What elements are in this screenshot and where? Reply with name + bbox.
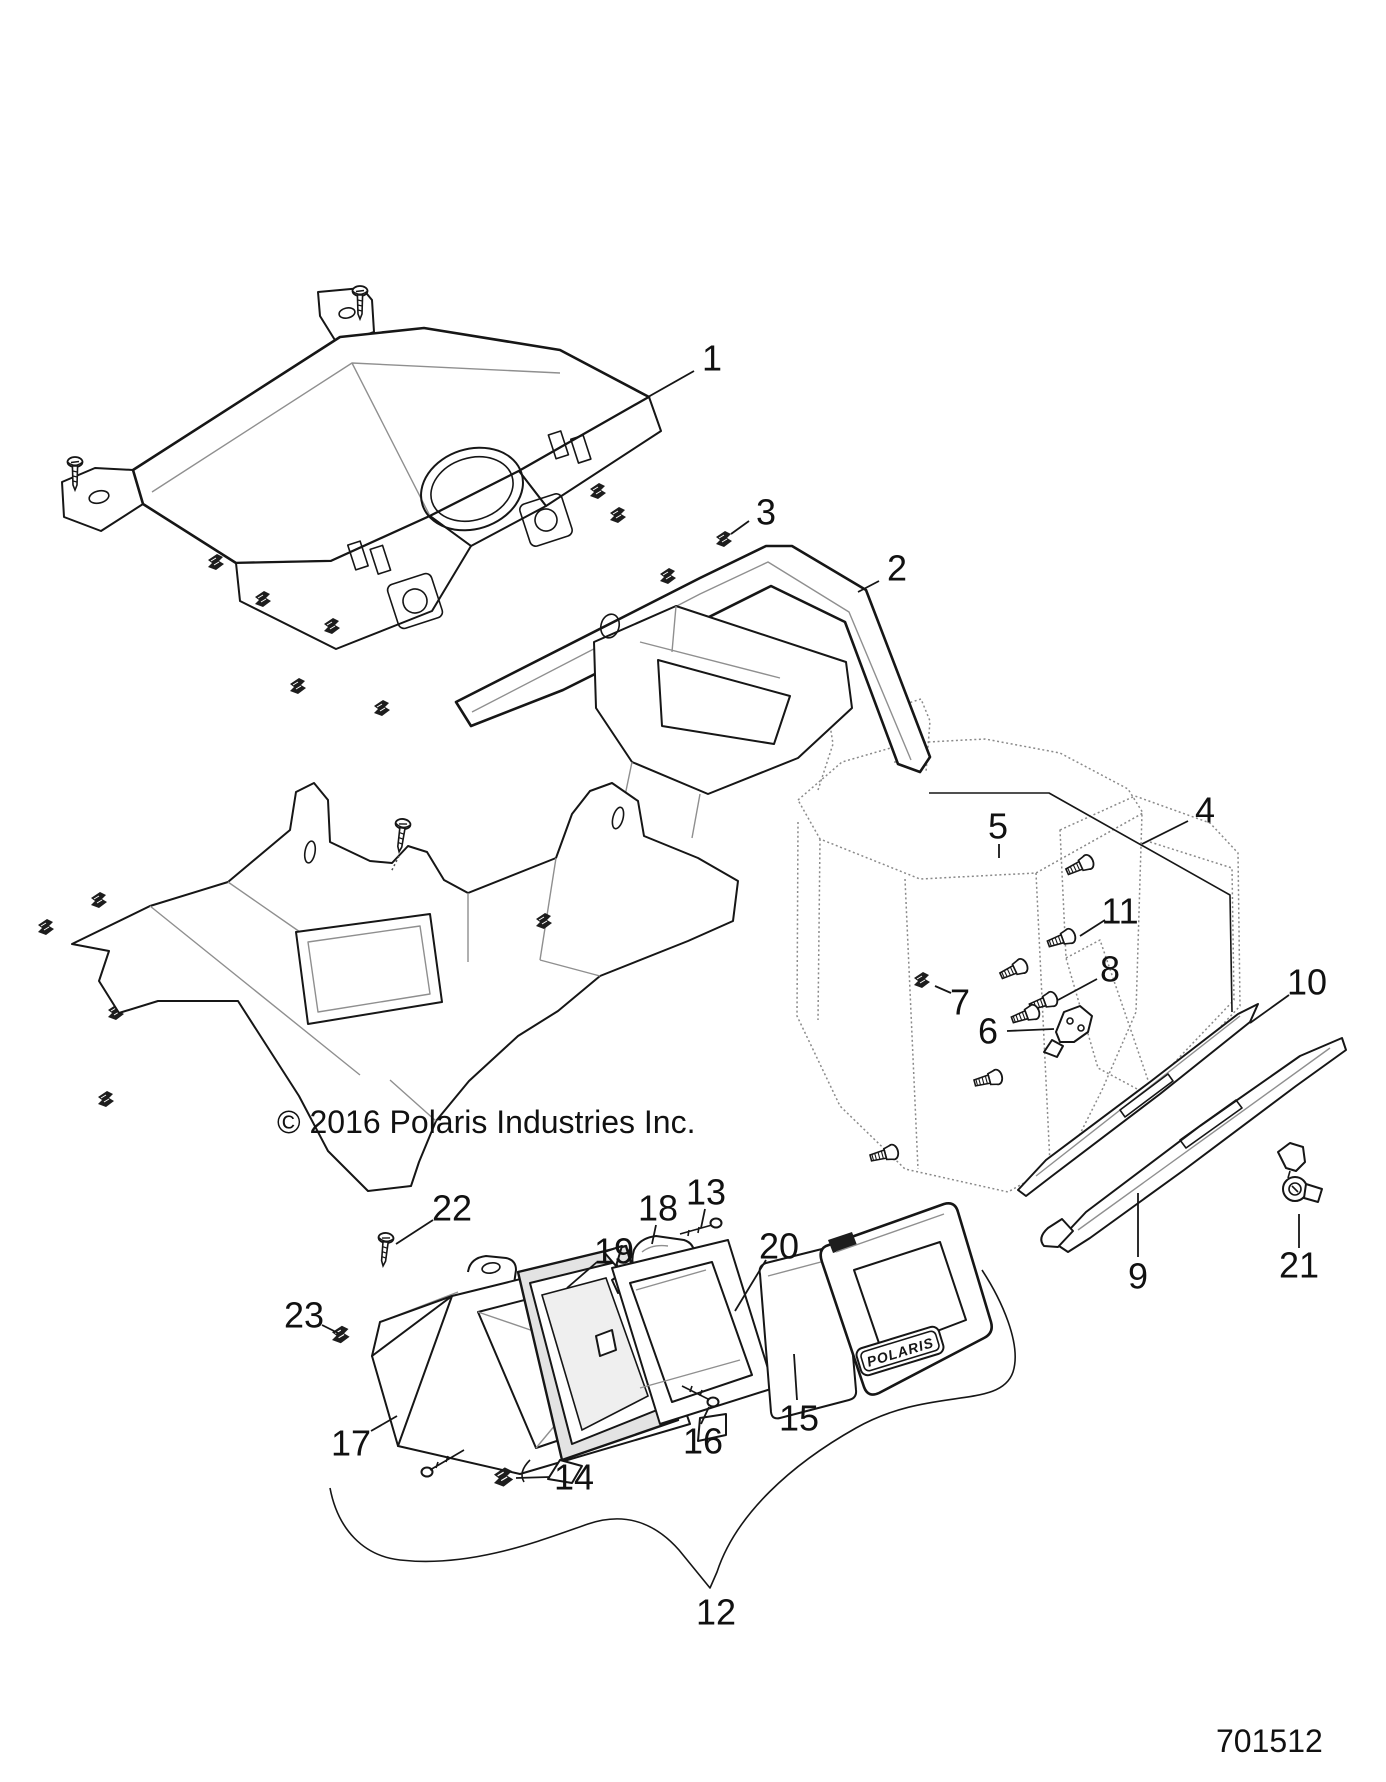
callout-18: 18: [638, 1188, 678, 1229]
callout-17: 17: [331, 1423, 371, 1464]
part-10-trim-blade: [1017, 1003, 1259, 1197]
screw-icon: [1008, 1002, 1043, 1028]
callout-leader-2: [857, 580, 880, 593]
callout-16: 16: [683, 1421, 723, 1462]
callout-leader-1: [647, 370, 695, 398]
screw-11-icon: [1044, 926, 1079, 952]
callout-leader-22: [395, 1219, 434, 1245]
part-21-latch: [1277, 1142, 1323, 1203]
part-number-text: 701512: [1216, 1723, 1323, 1759]
callout-leader-11: [1079, 919, 1106, 937]
callout-leader-20: [734, 1259, 767, 1312]
part-9-trim-blade: [1040, 1037, 1347, 1253]
clip-23-icon: [331, 1325, 351, 1344]
screw-icon: [867, 1142, 901, 1167]
callout-23: 23: [284, 1295, 324, 1336]
callout-6: 6: [978, 1011, 998, 1052]
callout-13: 13: [686, 1172, 726, 1213]
bracket-callout-4: [929, 792, 1233, 1013]
callout-leader-15: [793, 1353, 798, 1401]
callout-12: 12: [696, 1592, 736, 1633]
callout-5: 5: [988, 806, 1008, 847]
callout-7: 7: [950, 982, 970, 1023]
part-12-display: POLARIS: [819, 1202, 993, 1396]
callout-leader-23: [321, 1324, 339, 1334]
dash-support-lower: [71, 782, 739, 1192]
dash-support-mid: [593, 605, 853, 839]
glovebox-assembly: [794, 698, 1241, 1193]
callout-10: 10: [1287, 962, 1327, 1003]
clip-7-icon: [913, 971, 931, 989]
callout-4: 4: [1195, 790, 1215, 831]
copyright-text: © 2016 Polaris Industries Inc.: [277, 1104, 695, 1140]
callout-21: 21: [1279, 1245, 1319, 1286]
callout-14: 14: [554, 1457, 594, 1498]
callout-11: 11: [1101, 891, 1138, 932]
screw-icon: [997, 956, 1031, 984]
callout-2: 2: [887, 548, 907, 589]
callout-3: 3: [756, 492, 776, 533]
callout-leader-19: [566, 1261, 598, 1289]
callout-leader-14: [515, 1476, 551, 1479]
callout-15: 15: [779, 1398, 819, 1439]
callout-8: 8: [1100, 949, 1120, 990]
big-brace-curve: [329, 1269, 1016, 1589]
callout-leader-13: [700, 1208, 706, 1229]
callout-22: 22: [432, 1188, 472, 1229]
part-1-dash-top-panel: [61, 285, 662, 650]
callout-leader-17: [370, 1415, 398, 1432]
part-16-screw-pin: [681, 1385, 720, 1408]
clip-3-icon: [715, 530, 733, 548]
part-6-latch-bracket: [1043, 1005, 1093, 1058]
callout-leader-6: [1006, 1028, 1055, 1032]
clip-14-icon: [493, 1466, 514, 1488]
part-20-bezel-frame: [595, 1239, 775, 1442]
screw-icon: [971, 1067, 1005, 1092]
callout-leader-18: [651, 1224, 657, 1245]
callout-19: 19: [594, 1231, 634, 1272]
screw-icon: [1063, 852, 1097, 880]
callout-leader-8: [1057, 978, 1098, 1001]
callout-leader-10: [1249, 994, 1290, 1024]
callout-1: 1: [702, 338, 722, 379]
screw-22-icon: [374, 1231, 395, 1268]
part-13-screw-pin: [679, 1217, 723, 1237]
callout-20: 20: [759, 1226, 799, 1267]
callout-leader-7: [934, 985, 952, 994]
callout-9: 9: [1128, 1256, 1148, 1297]
callout-leader-16: [700, 1406, 710, 1425]
callout-leader-3: [730, 520, 750, 535]
callout-leader-4: [1141, 820, 1189, 845]
